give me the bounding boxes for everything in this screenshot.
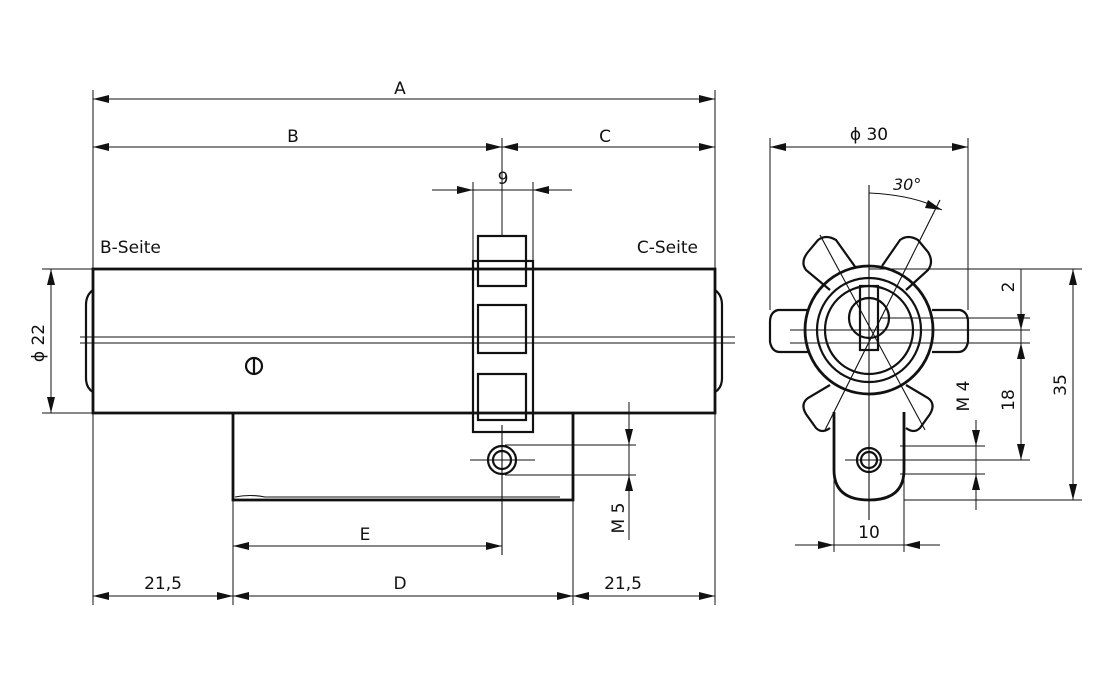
lug-top-left xyxy=(802,235,857,291)
dim-2-label: 2 xyxy=(999,282,1019,293)
lug-bottom-right xyxy=(905,384,934,433)
dim-10-label: 10 xyxy=(858,523,880,543)
dim-35-label: 35 xyxy=(1051,374,1071,396)
cylinder-body xyxy=(91,267,717,415)
left-21-5-label: 21,5 xyxy=(144,574,182,594)
lug-top-right xyxy=(881,235,933,291)
lug-bottom-left xyxy=(802,384,831,433)
m5-label: M 5 xyxy=(609,503,629,534)
dim-a-label: A xyxy=(394,79,406,99)
side-c-label: C-Seite xyxy=(637,238,698,258)
front-view: ϕ 30 30° 2 18 35 M 4 xyxy=(768,125,1082,552)
dim-e-label: E xyxy=(360,525,371,545)
cam-tooth-3 xyxy=(476,372,528,422)
angle-label: 30° xyxy=(893,175,921,194)
left-end-cap xyxy=(84,289,94,393)
dim-c-label: C xyxy=(599,127,611,147)
dim-18-label: 18 xyxy=(999,389,1019,411)
cam-width-label: 9 xyxy=(498,169,509,189)
dia-22-label: ϕ 22 xyxy=(29,324,49,362)
lower-web xyxy=(231,413,575,502)
m4-label: M 4 xyxy=(954,381,974,412)
right-21-5-label: 21,5 xyxy=(604,574,642,594)
side-view: A B C 9 B-Seite C-Seite ϕ 22 xyxy=(29,79,735,605)
lower-web-bottom-detail xyxy=(234,494,560,498)
dim-b-label: B xyxy=(287,127,299,147)
side-b-label: B-Seite xyxy=(100,238,161,258)
dia-30-label: ϕ 30 xyxy=(850,125,888,145)
lug-left xyxy=(768,308,808,354)
cam-tooth-2 xyxy=(476,303,528,355)
right-end-cap xyxy=(714,289,724,393)
dim-d-label: D xyxy=(393,574,406,594)
lug-right xyxy=(932,308,970,354)
cam-housing xyxy=(471,259,535,434)
